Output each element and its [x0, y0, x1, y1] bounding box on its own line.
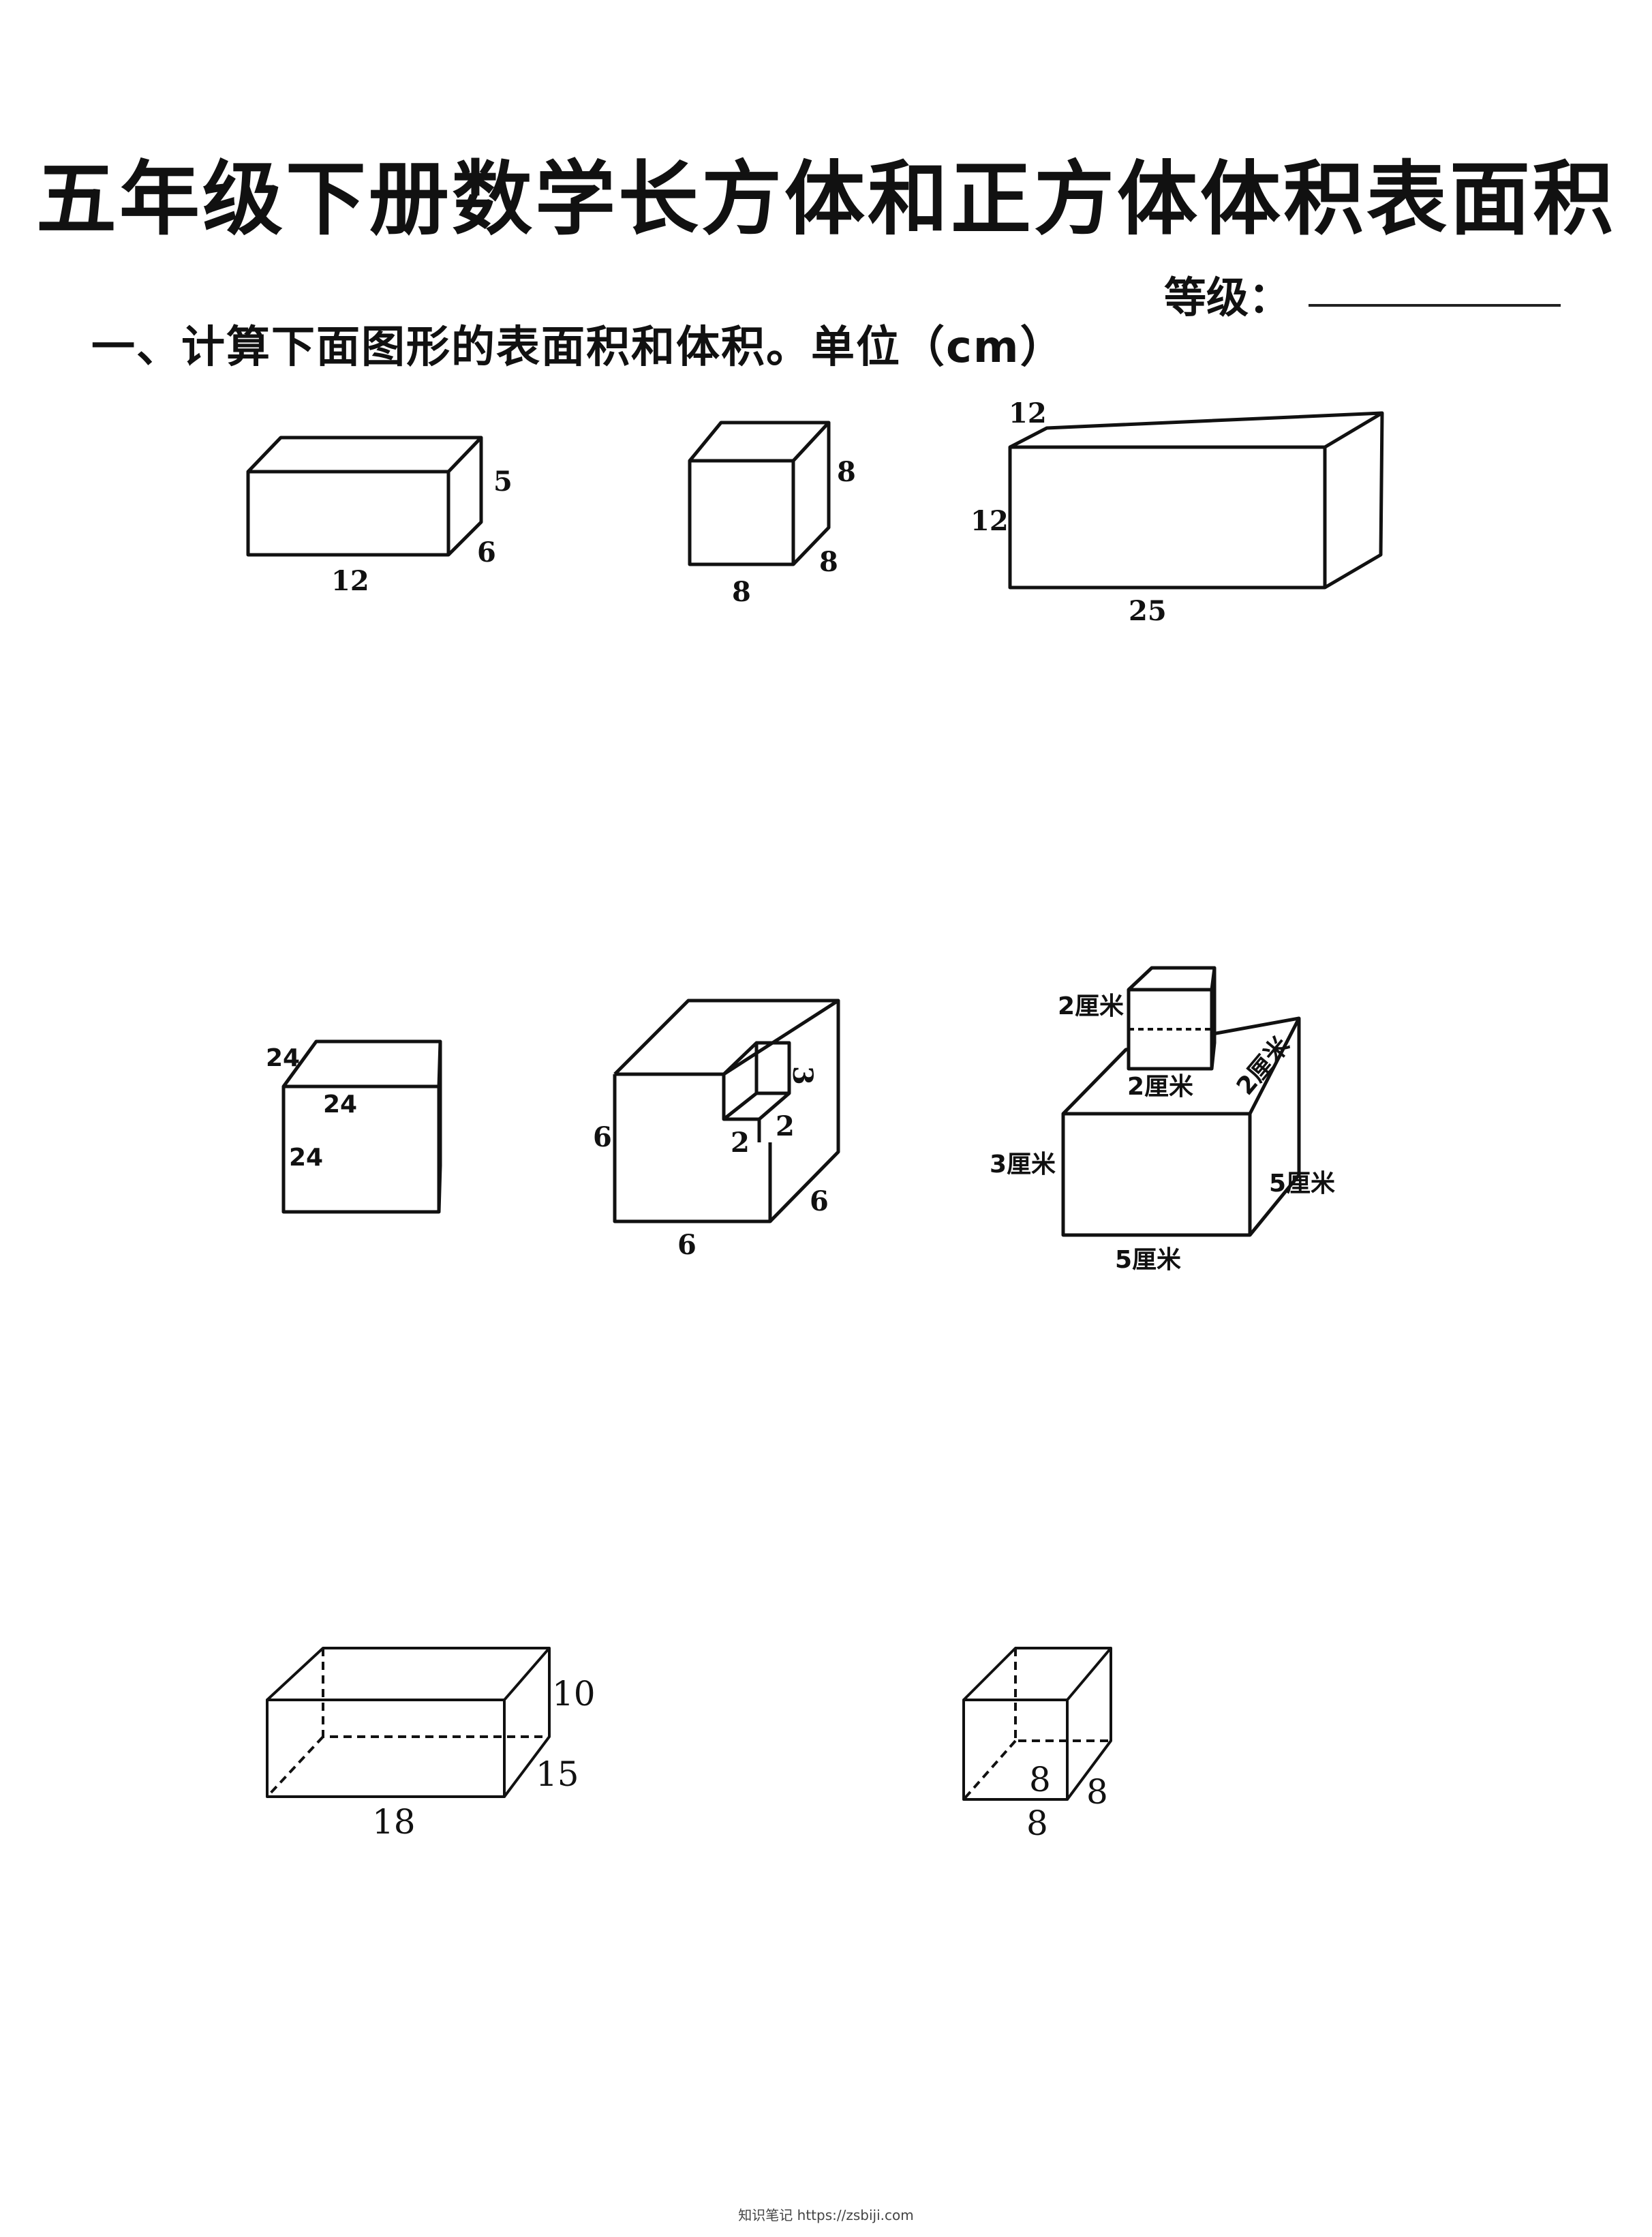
fig4-edge-top-label: 24 [266, 1044, 300, 1072]
fig3-height-label: 12 [970, 505, 1009, 537]
figure-1-cuboid: 12 5 6 [246, 436, 513, 597]
fig3-side-face [1324, 412, 1384, 590]
figure-3-cuboid: 25 12 12 [970, 397, 1384, 627]
fig1-side-face [447, 438, 483, 556]
fig4-top-face [281, 1039, 442, 1088]
fig7-height-label: 10 [552, 1674, 596, 1714]
fig6-big-width-label: 5厘米 [1269, 1170, 1335, 1198]
fig6-big-height-label: 3厘米 [990, 1151, 1056, 1178]
fig1-length-label: 12 [331, 565, 369, 597]
section-heading: 一、计算下面图形的表面积和体积。单位（cm） [91, 322, 1065, 373]
fig5-height-label: 6 [593, 1121, 612, 1153]
fig2-height-label: 8 [837, 456, 856, 488]
fig2-front-face [688, 459, 795, 566]
fig5-front-face [613, 1074, 772, 1223]
fig5-side-face [769, 1001, 840, 1223]
fig1-width-label: 6 [477, 536, 496, 568]
fig8-top-face [962, 1647, 1112, 1701]
fig1-front-face [246, 470, 450, 557]
footer-source: 知识笔记 https://zsbiji.com [738, 2207, 914, 2223]
fig5-length-label: 6 [677, 1229, 697, 1261]
fig2-top-face [688, 421, 831, 462]
fig4-side-face [437, 1041, 442, 1213]
grade-label: 等级： [1164, 273, 1291, 322]
fig1-height-label: 5 [493, 466, 513, 498]
fig5-width-label: 6 [810, 1185, 829, 1217]
fig5-cut-depth-label: 2 [776, 1110, 795, 1142]
fig4-edge-side-label: 24 [289, 1144, 323, 1172]
fig5-top-face [613, 999, 840, 1076]
fig5-cut-width-label: 2 [731, 1127, 750, 1159]
fig7-hidden-diag [266, 1735, 324, 1798]
figure-2-cube: 8 8 8 [688, 421, 856, 608]
fig7-width-label: 15 [536, 1754, 579, 1794]
fig6-small-side [1210, 968, 1217, 1069]
fig8-hidden-diag [962, 1739, 1017, 1801]
fig4-edge-front-label: 24 [323, 1091, 357, 1118]
fig3-length-label: 25 [1129, 595, 1167, 627]
fig6-small-width-label: 2厘米 [1127, 1073, 1193, 1101]
figure-8-wire-cube: 8 8 8 [962, 1647, 1112, 1843]
fig7-top-face [266, 1647, 551, 1701]
fig7-length-label: 18 [372, 1802, 416, 1842]
page-title: 五年级下册数学长方体和正方体体积表面积 [35, 151, 1616, 246]
fig6-big-length-label: 5厘米 [1115, 1246, 1181, 1274]
fig8-height-label: 8 [1029, 1760, 1051, 1799]
fig3-front-face [1008, 445, 1327, 590]
fig1-top-face [247, 436, 483, 473]
figure-7-wire-cuboid: 18 10 15 [266, 1647, 596, 1842]
fig8-side-face [1066, 1648, 1112, 1801]
fig5-notch-back [722, 1041, 791, 1121]
fig8-width-label: 8 [1086, 1772, 1108, 1812]
fig8-front-face [962, 1699, 1069, 1801]
fig6-big-front [1061, 1112, 1252, 1237]
fig5-notch-floor-diag [722, 1092, 758, 1121]
fig5-cut-height-label: 3 [786, 1066, 819, 1085]
fig6-small-top [1127, 966, 1217, 991]
fig6-small-height-label: 2厘米 [1058, 992, 1124, 1020]
fig7-front-face [266, 1699, 506, 1798]
fig3-width-label: 12 [1009, 397, 1047, 429]
fig2-width-label: 8 [819, 546, 838, 578]
figure-4-cube: 24 24 24 [266, 1039, 442, 1214]
fig2-length-label: 8 [732, 576, 751, 608]
fig6-big-side [1249, 1018, 1301, 1236]
fig3-top-face [1009, 411, 1384, 449]
grade-blank[interactable] [1309, 304, 1561, 307]
fig2-side-face [792, 423, 831, 566]
fig8-length-label: 8 [1026, 1804, 1048, 1843]
fig7-hidden-edges [322, 1648, 549, 1738]
figure-6-stacked: 2厘米 2厘米 2厘米 3厘米 5厘米 5厘米 [990, 966, 1335, 1274]
figure-5-notched-cube: 6 6 6 3 2 2 [593, 999, 840, 1261]
fig8-hidden-edges [1014, 1648, 1111, 1742]
